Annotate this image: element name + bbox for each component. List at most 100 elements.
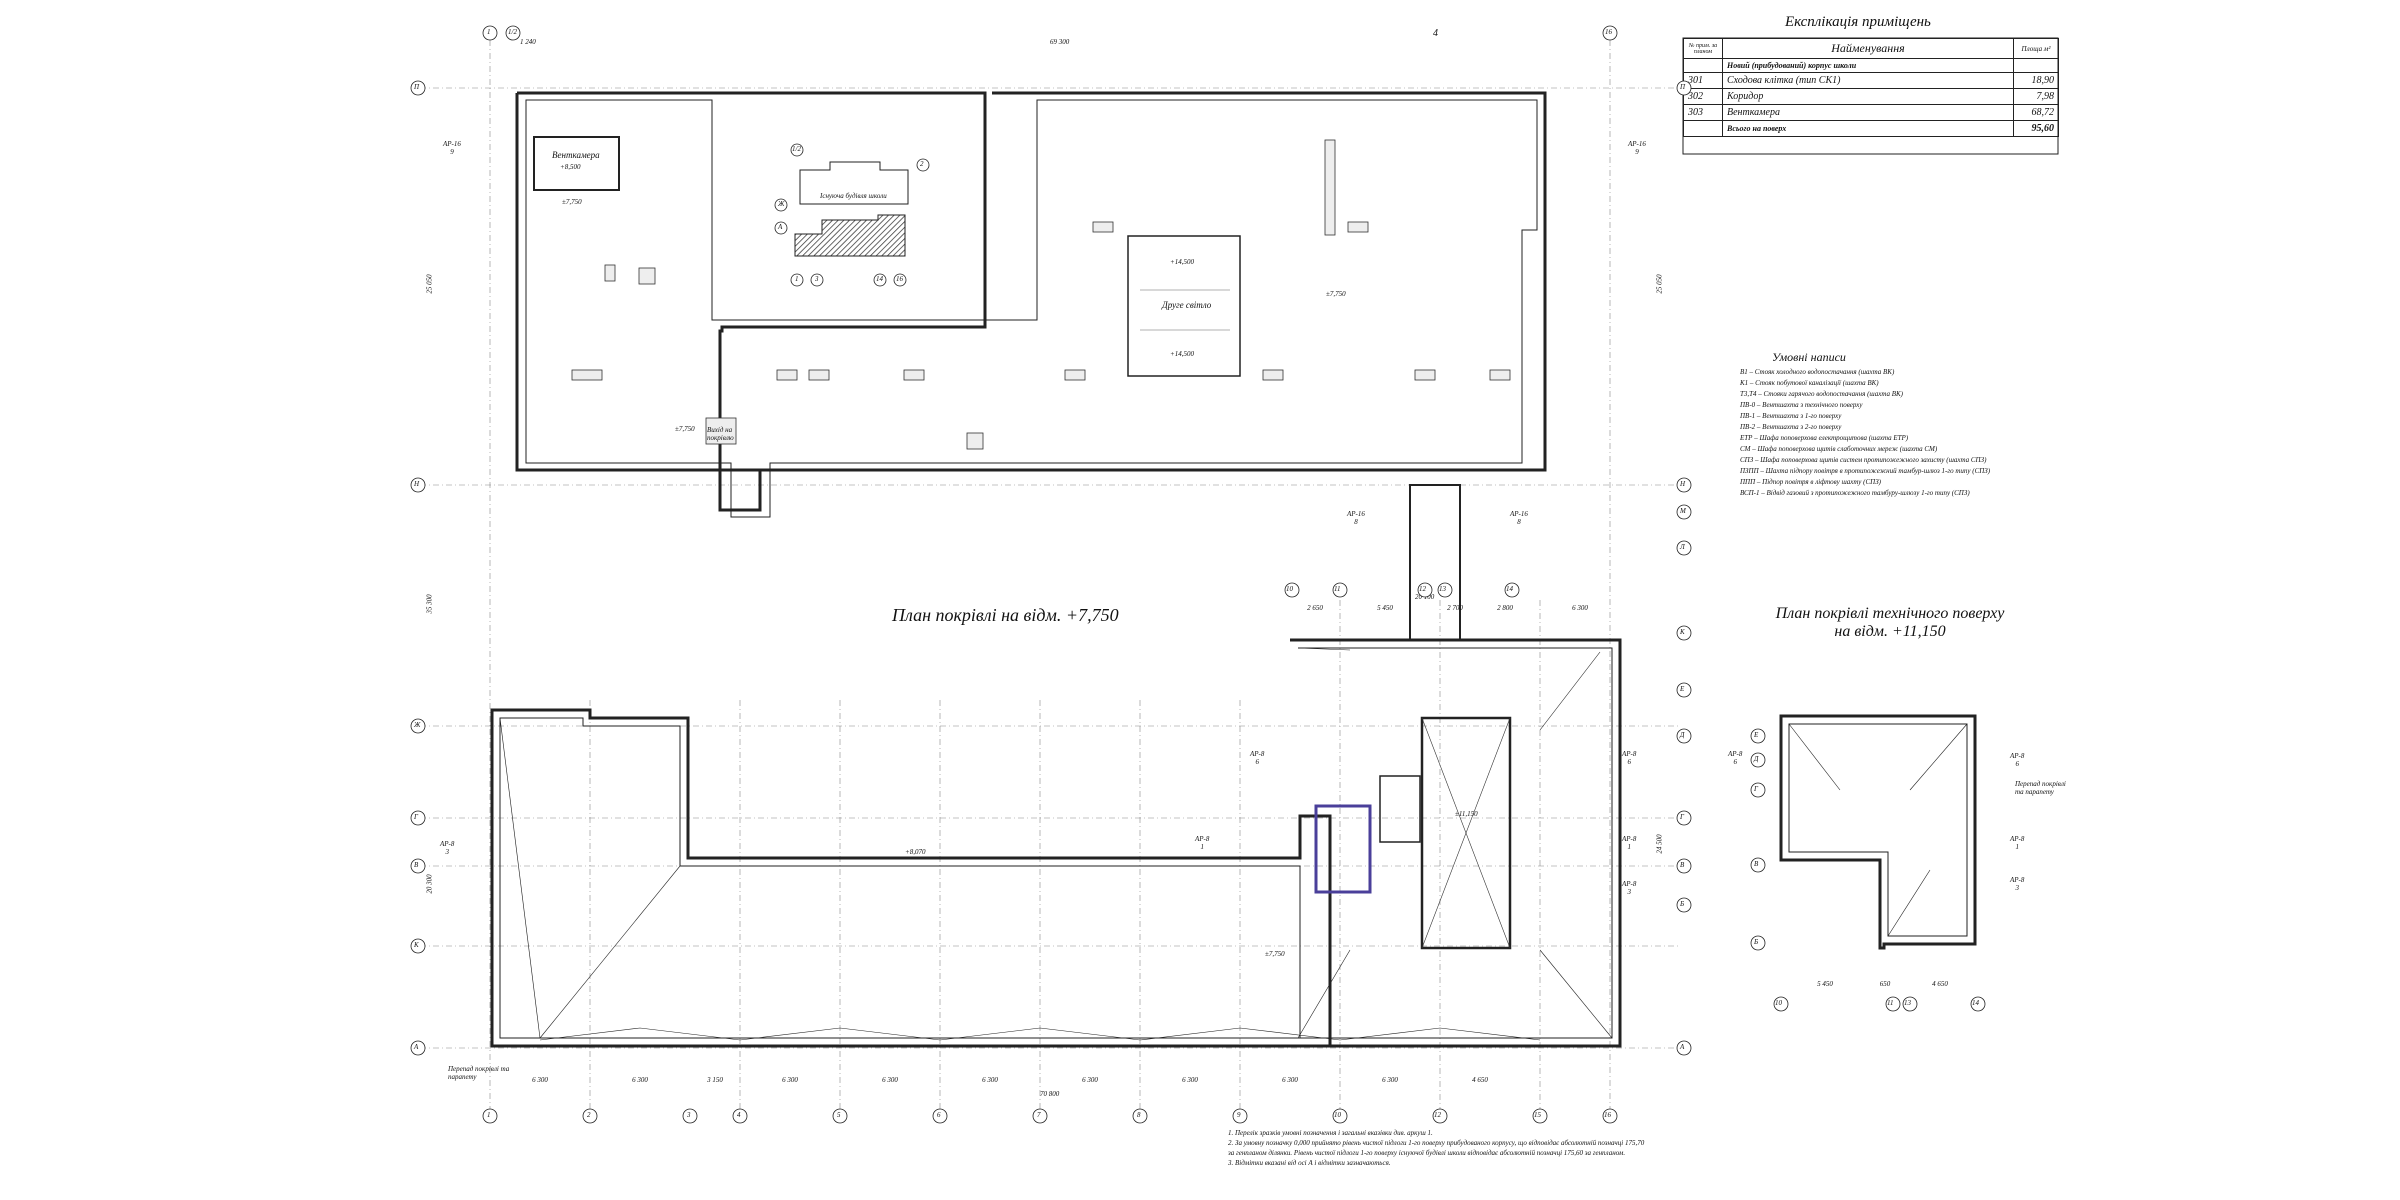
axis-label: 4 bbox=[737, 1111, 741, 1119]
key-plan-label: А bbox=[778, 223, 783, 231]
legend-title: Умовні написи bbox=[1772, 350, 1846, 364]
axis-label: П bbox=[1680, 83, 1686, 91]
ventkamera-room bbox=[533, 136, 620, 191]
roof-mark: ±7,750 bbox=[1326, 290, 1346, 298]
axis-label: 12 bbox=[1419, 585, 1426, 593]
axis-label: В bbox=[1680, 861, 1685, 869]
legend: Умовні написи В1 – Стояк холодного водоп… bbox=[1740, 350, 1991, 499]
roof-mark: +14,500 bbox=[1170, 350, 1194, 358]
axis-label: Г bbox=[1754, 785, 1758, 793]
axis-label: 8 bbox=[1137, 1111, 1141, 1119]
axis-label: 2 bbox=[587, 1111, 591, 1119]
axis-label: Б bbox=[1754, 938, 1759, 946]
axis-label: Н bbox=[1680, 480, 1686, 488]
axis-label: 9 bbox=[1237, 1111, 1241, 1119]
roof-mark: ±7,750 bbox=[562, 198, 582, 206]
dim-top-total: 69 300 bbox=[1050, 38, 1070, 46]
explication-title: Експлікація приміщень bbox=[1785, 14, 1931, 30]
key-plan-label: 14 bbox=[876, 275, 883, 283]
main-roof-title: План покрівлі на відм. +7,750 bbox=[892, 605, 1119, 625]
roof-mark: +14,500 bbox=[1170, 258, 1194, 266]
explication-table: № прим. за планом Найменування Площа м² … bbox=[1683, 38, 2059, 137]
axis-label: П bbox=[414, 83, 420, 91]
axis-label: Е bbox=[1754, 731, 1759, 739]
legend-item: ВСП-1 – Відвід газовий з протипожежного … bbox=[1740, 489, 1970, 497]
axis-label: 1 bbox=[487, 1111, 491, 1119]
stair-cores bbox=[1314, 716, 1512, 950]
legend-item: ПВ-2 – Вентшахта з 2-го поверху bbox=[1740, 423, 1842, 431]
legend-item: ПВ-1 – Вентшахта з 1-го поверху bbox=[1740, 412, 1842, 420]
axis-label: 6 bbox=[937, 1111, 941, 1119]
dim-bottom-total: 70 800 bbox=[1040, 1090, 1060, 1098]
axis-label: А bbox=[414, 1043, 419, 1051]
axis-label: 13 bbox=[1904, 999, 1911, 1007]
tech-roof-title: План покрівлі технічного поверху на відм… bbox=[1775, 605, 2005, 640]
roof-mark: ±7,750 bbox=[1265, 950, 1285, 958]
tech-roof-outline bbox=[1779, 714, 1977, 950]
legend-item: К1 – Стояк побутової каналізації (шахта … bbox=[1740, 379, 1879, 387]
key-plan-label: 3 bbox=[815, 275, 819, 283]
axis-label: 11 bbox=[1887, 999, 1894, 1007]
tech-bottom-dims: 5 450 650 4 650 bbox=[1817, 980, 1948, 988]
roof-mark: ±7,750 bbox=[675, 425, 695, 433]
axis-label: 1/2 bbox=[508, 28, 517, 36]
general-notes: 1. Перелік зразків умовні позначення і з… bbox=[1228, 1129, 1645, 1167]
second-light-void bbox=[1127, 235, 1241, 377]
key-plan-label: 1 bbox=[795, 275, 799, 283]
ventkamera-label: Венткамера bbox=[552, 150, 600, 160]
axis-label: 1 bbox=[487, 28, 491, 36]
axis-label: 16 bbox=[1605, 28, 1612, 36]
axis-label: В bbox=[414, 861, 419, 869]
axis-label: Г bbox=[1680, 813, 1684, 821]
lower-roof-outline bbox=[490, 484, 1622, 1048]
axis-label: 5 bbox=[837, 1111, 841, 1119]
legend-item: ЕТР – Шафа поповерхова електрощитова (ша… bbox=[1740, 434, 1909, 442]
legend-item: ППП – Підпор повітря в ліфтову шахту (СП… bbox=[1740, 478, 1882, 486]
axis-label: Е bbox=[1680, 685, 1685, 693]
key-plan-label: Ж bbox=[778, 200, 785, 208]
axis-label: 7 bbox=[1037, 1111, 1041, 1119]
legend-item: СМ – Шафа поповерхова щитів слаботочних … bbox=[1740, 445, 1938, 453]
key-plan-label: 2 bbox=[920, 160, 924, 168]
axis-label: Л bbox=[1680, 543, 1685, 551]
legend-item: В1 – Стояк холодного водопостачання (шах… bbox=[1740, 368, 1895, 376]
axis-label: 14 bbox=[1506, 585, 1513, 593]
total-row: Всього на поверх 95,60 bbox=[1683, 120, 2059, 137]
roof-mark: +8,070 bbox=[905, 848, 926, 856]
axis-label: 4 bbox=[1433, 28, 1438, 39]
key-plan-label: 1/2 bbox=[792, 145, 801, 153]
axis-label: 12 bbox=[1434, 1111, 1441, 1119]
axis-label: К bbox=[414, 941, 419, 949]
mid-top-dims: 2 650 5 450 2 700 2 800 6 300 bbox=[1307, 604, 1588, 612]
axis-label: 3 bbox=[687, 1111, 691, 1119]
axis-label: М bbox=[1680, 507, 1686, 515]
axis-label: 11 bbox=[1334, 585, 1341, 593]
second-light-label: Друге світло bbox=[1162, 300, 1212, 310]
ventkamera-mark: +8,500 bbox=[560, 163, 581, 171]
legend-item: ПВ-0 – Вентшахта з технічного поверху bbox=[1740, 401, 1863, 409]
axis-label: 16 bbox=[1604, 1111, 1611, 1119]
key-plan-label: 16 bbox=[896, 275, 903, 283]
legend-item: ПЗПП – Шахта підпору повітря в протипоже… bbox=[1740, 467, 1991, 475]
roof-mark: ±11,150 bbox=[1455, 810, 1478, 818]
axis-label: 10 bbox=[1334, 1111, 1341, 1119]
axis-label: Б bbox=[1680, 900, 1685, 908]
upper-roof-outline bbox=[515, 91, 1547, 518]
axis-label: А bbox=[1680, 1043, 1685, 1051]
key-plan bbox=[794, 161, 909, 257]
axis-label: Д bbox=[1680, 731, 1685, 739]
bottom-dims: 6 300 6 300 3 150 6 300 6 300 6 300 6 30… bbox=[532, 1076, 1488, 1084]
axis-label: 15 bbox=[1534, 1111, 1541, 1119]
